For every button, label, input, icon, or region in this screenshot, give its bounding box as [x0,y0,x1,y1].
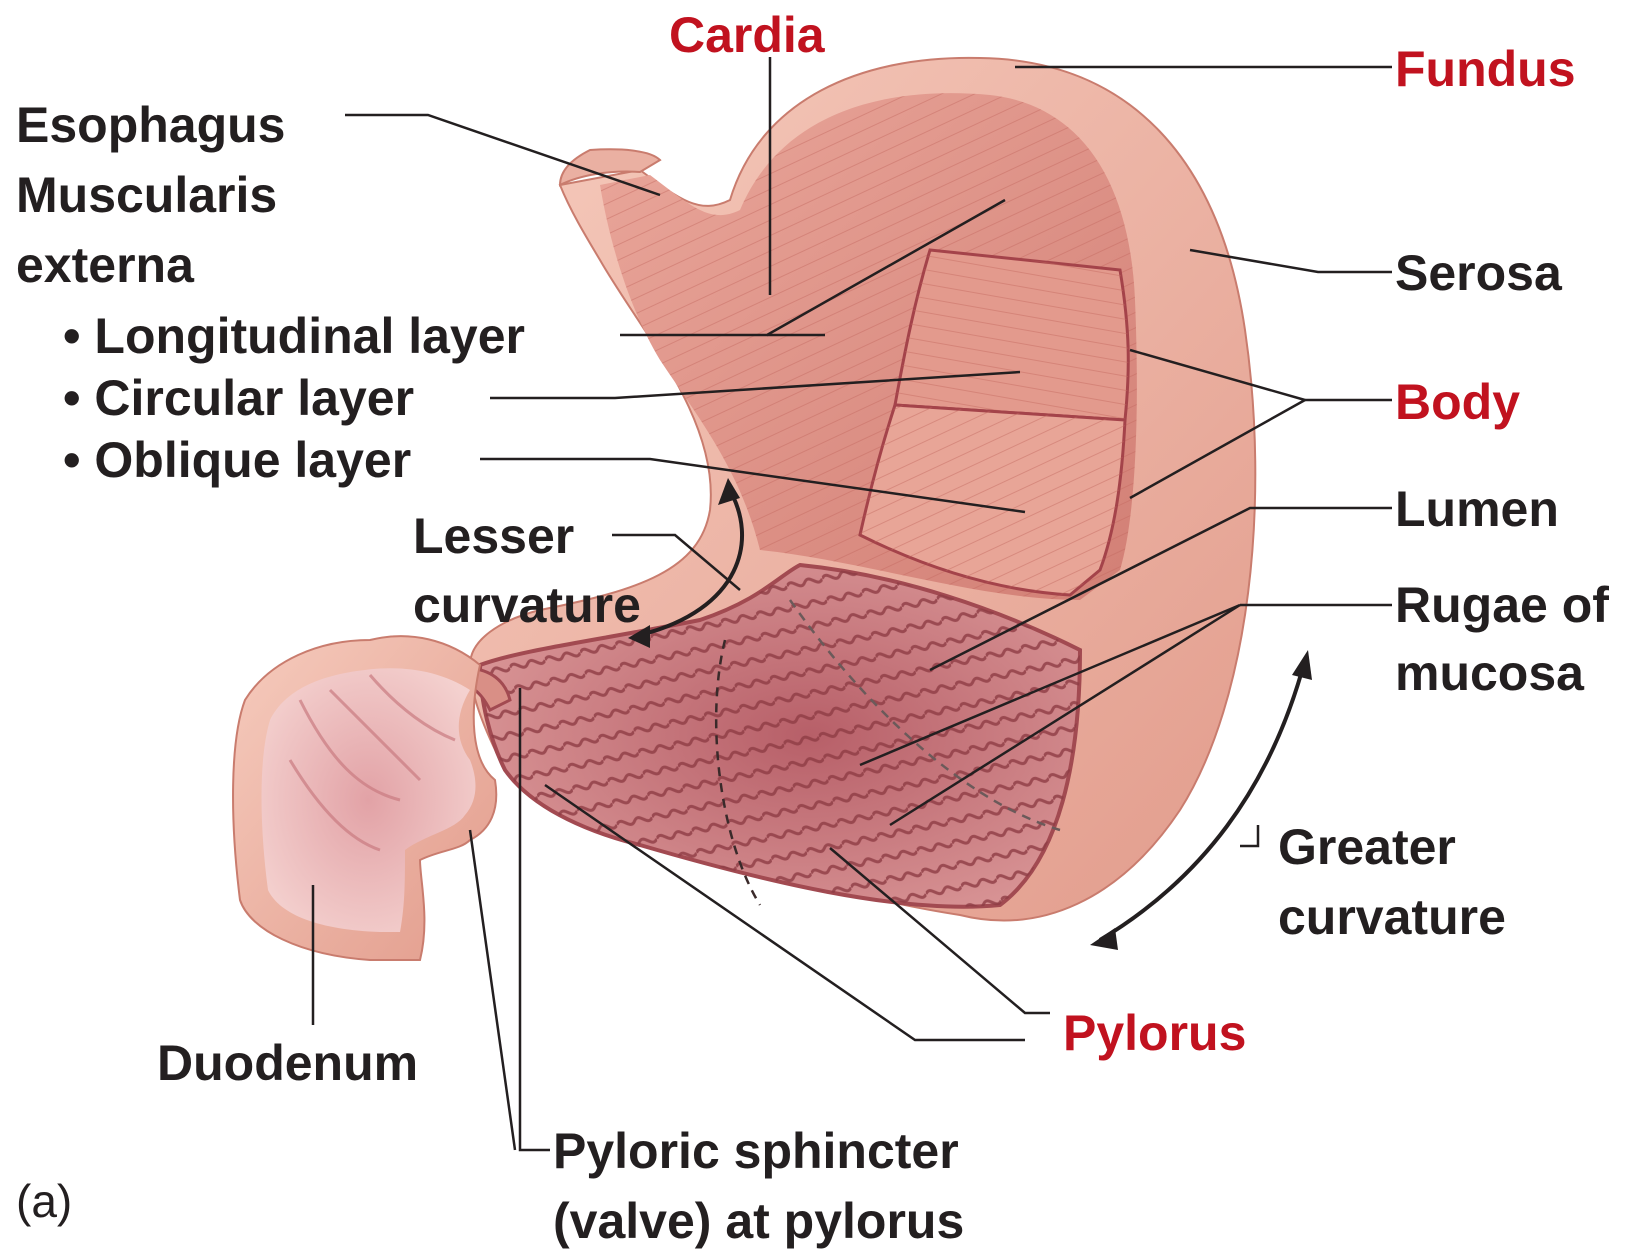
label-rugae-line2: mucosa [1395,648,1584,698]
panel-label: (a) [16,1178,72,1224]
label-oblique-layer: Oblique layer [63,435,411,485]
label-sphincter-line2: (valve) at pylorus [553,1196,964,1246]
label-esophagus: Esophagus [16,100,285,150]
label-serosa: Serosa [1395,248,1562,298]
label-greater-line2: curvature [1278,892,1506,942]
leader-sphincter-2 [470,830,515,1150]
label-lumen: Lumen [1395,484,1559,534]
label-greater-line1: Greater [1278,822,1456,872]
label-lesser-line2: curvature [413,580,641,630]
leader-greater [1240,825,1258,846]
label-lesser-line1: Lesser [413,511,574,561]
label-longitudinal-layer: Longitudinal layer [63,311,525,361]
label-pylorus: Pylorus [1063,1008,1246,1058]
label-muscularis-line1: Muscularis [16,170,277,220]
label-sphincter-line1: Pyloric sphincter [553,1126,959,1176]
label-circular-layer: Circular layer [63,373,414,423]
label-rugae-line1: Rugae of [1395,580,1609,630]
label-muscularis-line2: externa [16,240,194,290]
label-cardia: Cardia [669,10,825,60]
label-body: Body [1395,377,1520,427]
greater-curvature-arrowhead-bottom [1090,928,1118,950]
duodenum-lumen [262,668,476,932]
label-fundus: Fundus [1395,44,1576,94]
label-duodenum: Duodenum [157,1038,418,1088]
greater-curvature-arrowhead-top [1292,650,1312,680]
